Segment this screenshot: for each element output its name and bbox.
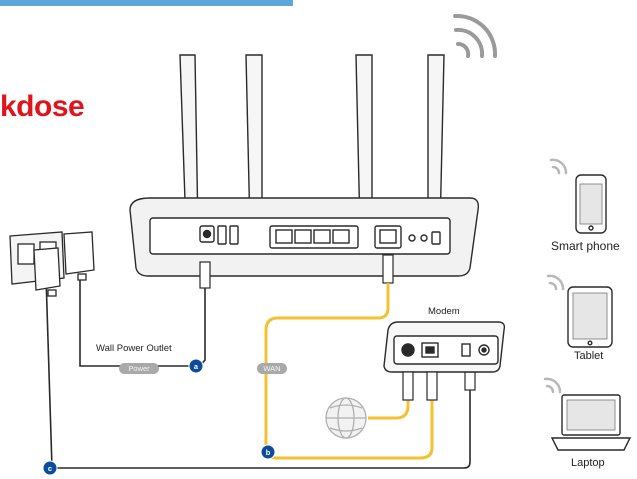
modem-power-cable — [45, 275, 471, 469]
modem-power-plug — [464, 371, 476, 391]
lan-port-3 — [313, 229, 331, 244]
wall-power-outlet-label: Wall Power Outlet — [96, 343, 172, 354]
laptop-icon — [550, 394, 632, 451]
adapter-1 — [33, 247, 61, 291]
power-tag: Power — [119, 363, 159, 374]
smart-phone-label: Smart phone — [551, 239, 620, 253]
power-adapter-icon — [9, 231, 95, 297]
modem-icon — [383, 321, 506, 373]
globe-icon — [325, 397, 367, 439]
lan-port-4 — [332, 229, 350, 244]
modem-phone-port — [401, 343, 415, 357]
ethernet-plug-router — [382, 254, 394, 284]
adapter-2 — [63, 231, 95, 275]
router-switch-2 — [229, 225, 239, 245]
marker-a-label: a — [194, 362, 199, 371]
internet-cable — [368, 400, 410, 420]
tablet-icon — [567, 286, 613, 348]
lan-port-2 — [294, 229, 312, 244]
modem-plug-ethernet — [426, 371, 438, 401]
tablet-label: Tablet — [574, 350, 604, 362]
marker-b-label: b — [266, 448, 271, 457]
step-markers — [42, 358, 276, 476]
device-wifi-icons — [543, 158, 568, 394]
wifi-signal-icon — [453, 13, 498, 58]
power-plug-router — [199, 261, 211, 289]
modem-label: Modem — [428, 306, 460, 317]
marker-c-label: c — [48, 464, 52, 473]
modem-panel — [393, 335, 499, 365]
accent-bar — [0, 0, 293, 6]
laptop-label: Laptop — [571, 457, 605, 469]
router-icon — [129, 54, 480, 277]
power-cable — [79, 275, 200, 367]
marker-c — [42, 460, 58, 476]
router-switch-1 — [217, 225, 227, 245]
lan-port-1 — [275, 229, 293, 244]
marker-b — [260, 444, 276, 460]
marker-a — [188, 358, 204, 374]
heading-text: kdose — [0, 90, 85, 123]
smartphone-icon — [575, 174, 607, 234]
modem-plug-phone — [402, 371, 414, 401]
ethernet-cable-router-modem — [264, 283, 434, 460]
wan-tag: WAN — [257, 363, 287, 374]
